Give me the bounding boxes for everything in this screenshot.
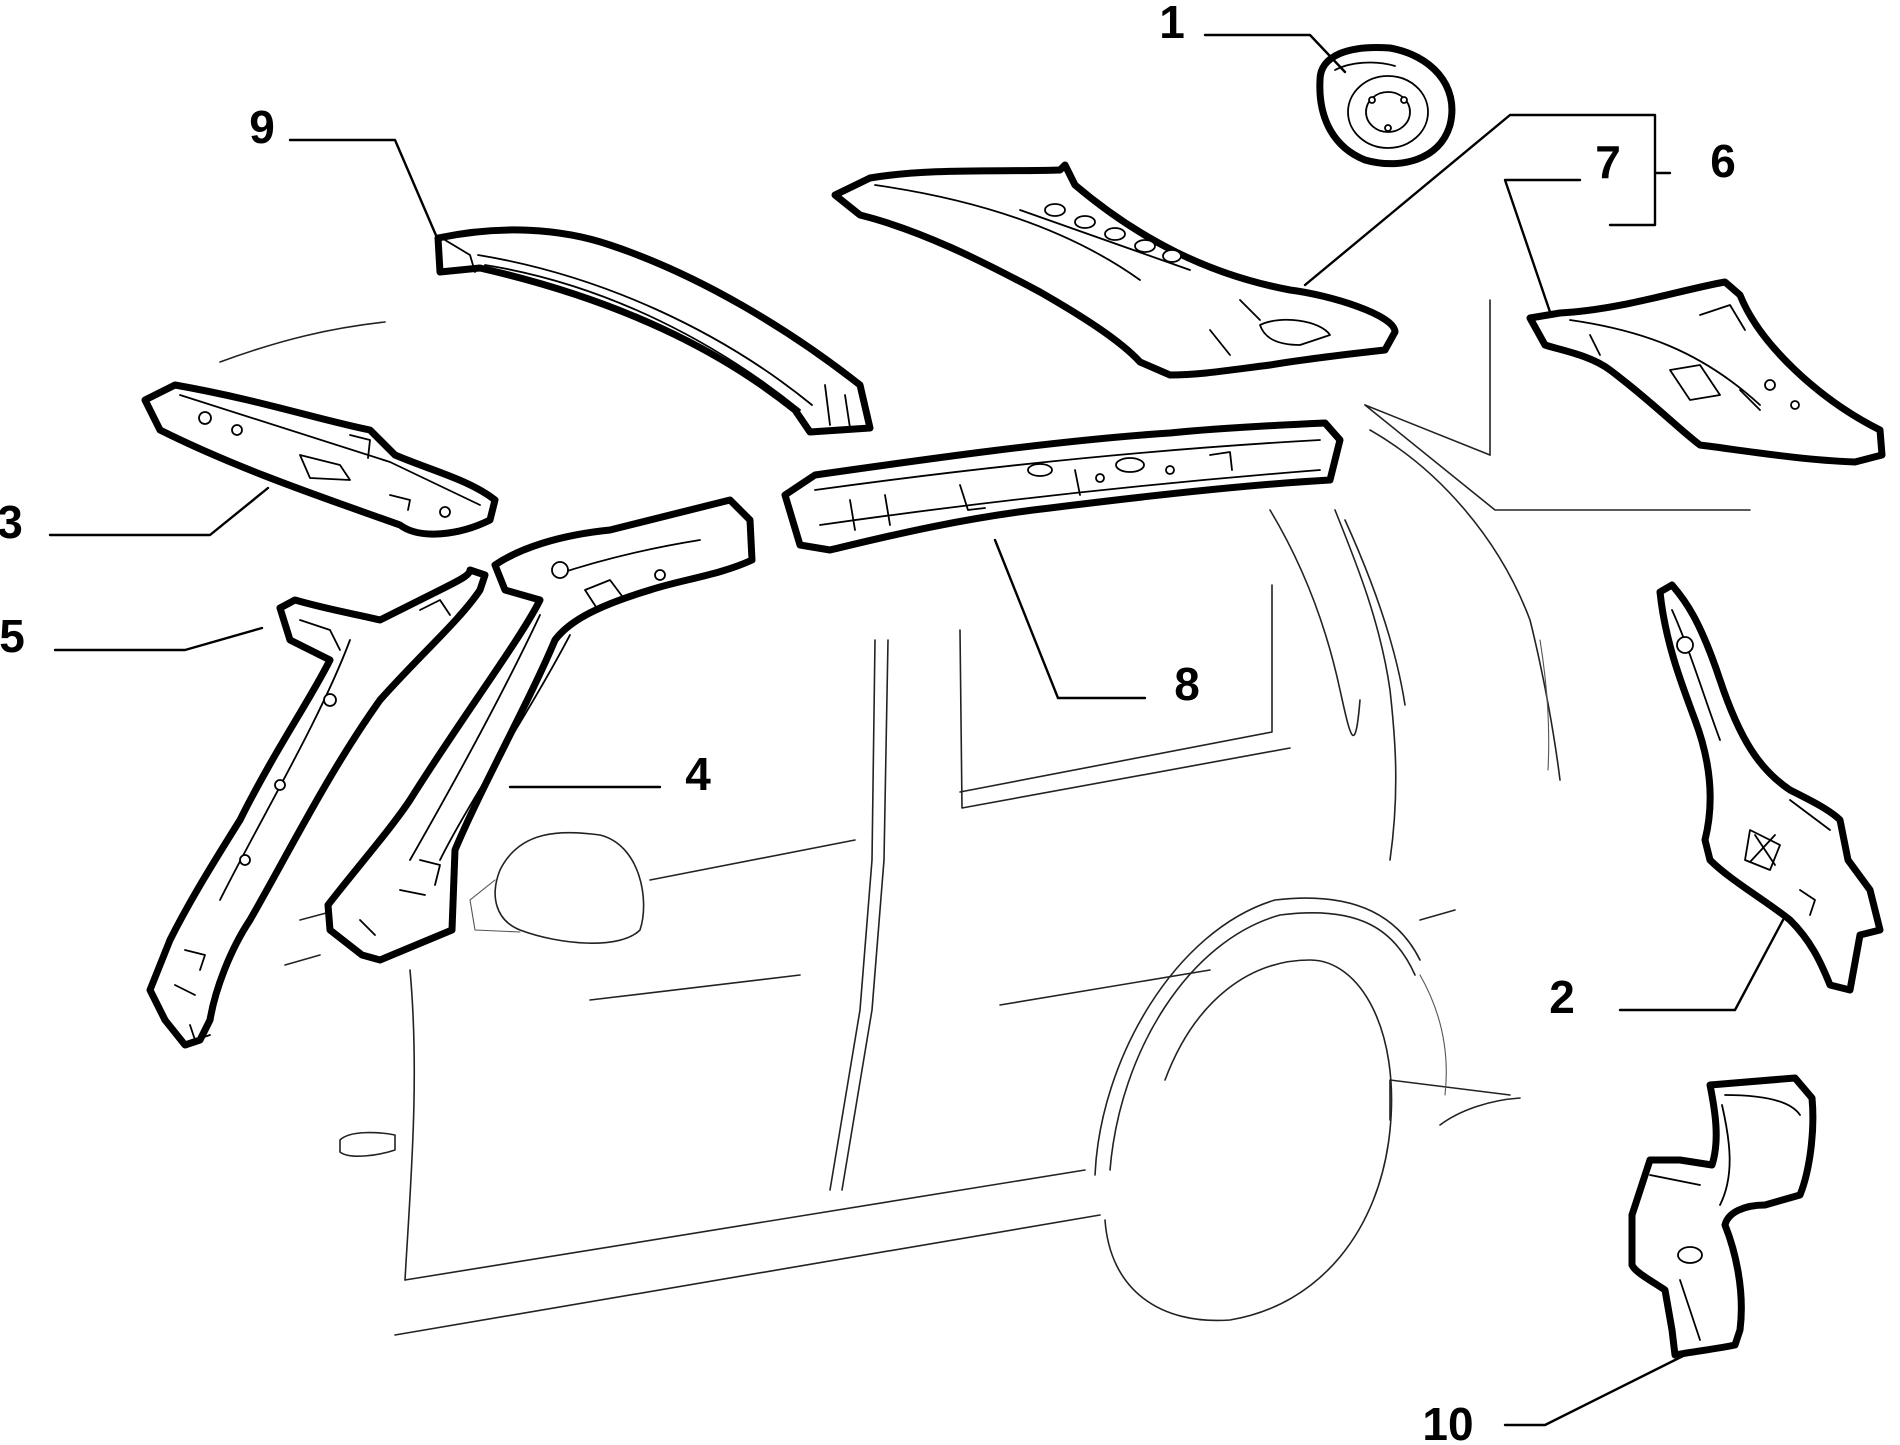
leader-10 <box>1503 1353 1687 1427</box>
callout-8: 8 <box>1174 658 1200 710</box>
leader-9 <box>288 138 440 242</box>
callout-3: 3 <box>0 496 23 548</box>
callout-6: 6 <box>1710 135 1736 187</box>
leader-8 <box>993 538 1147 700</box>
callout-labels: 1 2 3 4 5 6 7 8 9 10 <box>0 0 1736 1445</box>
callout-1: 1 <box>1159 0 1185 48</box>
leader-1 <box>1203 33 1347 74</box>
part-7-roof-corner-panel <box>1526 278 1886 466</box>
leader-2 <box>1618 918 1785 1012</box>
callout-7: 7 <box>1595 136 1621 188</box>
leader-7 <box>1503 178 1582 314</box>
part-2-rear-quarter-inner <box>1656 581 1884 994</box>
leader-3 <box>48 486 270 537</box>
leader-lines <box>48 33 1785 1427</box>
part-10-wheelhouse-bracket <box>1628 1074 1817 1359</box>
part-8-roof-side-inner <box>781 419 1344 554</box>
car-body-outline <box>219 299 1751 1336</box>
leader-5 <box>53 626 264 652</box>
callout-2: 2 <box>1549 971 1575 1023</box>
callout-10: 10 <box>1422 1398 1473 1445</box>
part-6-rear-roof-rail <box>831 161 1399 379</box>
part-3-windscreen-cross-member <box>141 381 499 538</box>
part-9-roof-front-rail <box>434 226 874 436</box>
part-1-filler-cap <box>1316 43 1456 168</box>
part-5-a-pillar-inner <box>146 566 489 1049</box>
leader-6b <box>1608 171 1657 227</box>
callout-5: 5 <box>0 610 25 662</box>
leader-6 <box>1303 113 1672 287</box>
callout-4: 4 <box>685 748 711 800</box>
callout-9: 9 <box>249 101 275 153</box>
part-4-a-pillar-outer <box>324 496 756 964</box>
